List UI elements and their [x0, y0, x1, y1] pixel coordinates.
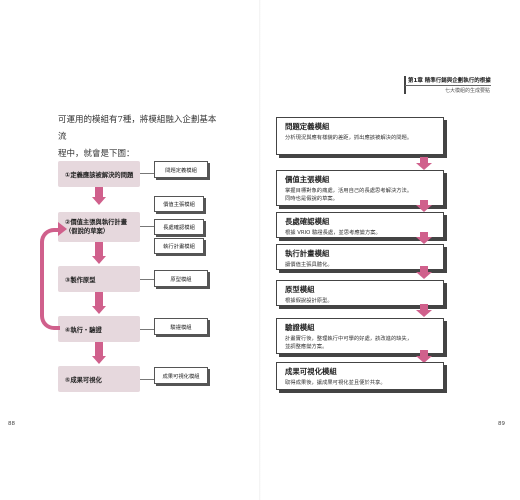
flow-arrow-2	[92, 256, 106, 264]
card-arrow	[416, 272, 432, 279]
connector-line	[140, 329, 154, 330]
chapter-title: 第1章 精準行銷與企劃執行的根據	[408, 78, 491, 84]
card-title: 價值主張模組	[285, 175, 330, 184]
tag-result-visualization: 成果可視化模組	[154, 367, 208, 384]
card-description: 根據假說設計原型。	[285, 298, 333, 304]
card-arrow	[416, 356, 432, 363]
tag-prototype: 原型模組	[154, 270, 208, 287]
tag-strength-check: 長處確認模組	[154, 219, 204, 235]
flow-arrow-3	[92, 306, 106, 314]
card-arrow	[416, 237, 432, 244]
card-description: 取得成果後，讓成果可視化並且便於共享。	[285, 380, 386, 386]
card-arrow	[416, 205, 432, 212]
card-title: 問題定義模組	[285, 122, 330, 131]
flow-arrow-1	[92, 197, 106, 205]
feedback-loop-arrowhead	[58, 222, 67, 236]
card-title: 驗證模組	[285, 323, 315, 332]
tag-problem-definition: 問題定義模組	[154, 161, 208, 178]
flow-arrow-stem-3	[95, 292, 103, 306]
step-5-visualize-results: ⑤成果可視化	[58, 366, 140, 392]
card-arrow-stem	[420, 232, 428, 237]
page-number-right: 89	[498, 421, 505, 427]
step-2-value-plan: ②價值主張與執行計畫 （假說的草案）	[58, 212, 140, 242]
card-value-proposition: 價值主張模組 掌握目標對象的痛處，活用自己的長處思考解決方法。同時也是假說的草案…	[276, 170, 444, 206]
card-arrow-stem	[420, 304, 428, 310]
card-title: 執行計畫模組	[285, 249, 330, 258]
flow-arrow-4	[92, 356, 106, 364]
step-1-label: ①定義應該被解決的問題	[65, 171, 134, 179]
step-4-execute-verify: ④執行・驗證	[58, 316, 140, 342]
card-execution-plan: 執行計畫模組 讓價值主張具體化。	[276, 244, 444, 270]
card-arrow-stem	[420, 157, 428, 163]
card-title: 原型模組	[285, 285, 315, 294]
card-description: 計畫實行後，整理執行中可學的好處，該改進的缺失，並調整應變方案。	[285, 336, 413, 350]
page-number-left: 88	[8, 421, 15, 427]
flow-arrow-stem-1	[95, 187, 103, 197]
step-4-label: ④執行・驗證	[65, 326, 102, 334]
tag-execution-plan: 執行計畫模組	[154, 238, 204, 254]
card-strength-check: 長處確認模組 根據 VRIO 驗證長處，並思考應變方案。	[276, 212, 444, 238]
step-2-sublabel: （假說的草案）	[65, 228, 110, 235]
card-arrow-stem	[420, 350, 428, 356]
step-1-define-problem: ①定義應該被解決的問題	[58, 161, 140, 187]
card-arrow	[416, 310, 432, 317]
card-arrow-stem	[420, 266, 428, 272]
tag-value-proposition: 價值主張模組	[154, 196, 204, 212]
connector-line	[140, 379, 154, 380]
card-problem-definition: 問題定義模組 分析現況與應有樣貌的差距，抓出應該被解決的問題。	[276, 117, 444, 155]
intro-paragraph: 可運用的模組有7種，將模組融入企劃基本流 程中，就會是下圖：	[58, 112, 218, 163]
connector-line	[140, 226, 154, 227]
step-2-label: ②價值主張與執行計畫	[65, 219, 128, 226]
card-description: 掌握目標對象的痛處，活用自己的長處思考解決方法。同時也是假說的草案。	[285, 188, 413, 202]
flow-arrow-stem-4	[95, 342, 103, 356]
card-description: 分析現況與應有樣貌的差距，抓出應該被解決的問題。	[285, 135, 413, 141]
step-3-label: ③製作原型	[65, 276, 96, 284]
card-description: 讓價值主張具體化。	[285, 262, 333, 268]
chapter-subtitle: 七大模組的生成要點	[444, 88, 490, 94]
connector-line	[140, 279, 154, 280]
tag-verification: 驗證模組	[154, 318, 208, 335]
card-result-visualization: 成果可視化模組 取得成果後，讓成果可視化並且便於共享。	[276, 362, 444, 390]
intro-line-1: 可運用的模組有7種，將模組融入企劃基本流	[58, 115, 217, 142]
card-arrow-stem	[420, 200, 428, 205]
step-5-label: ⑤成果可視化	[65, 376, 102, 384]
card-description: 根據 VRIO 驗證長處，並思考應變方案。	[285, 230, 381, 236]
card-title: 長處確認模組	[285, 217, 330, 226]
step-3-prototype: ③製作原型	[58, 266, 140, 292]
intro-line-2: 程中，就會是下圖：	[58, 149, 135, 159]
card-prototype: 原型模組 根據假說設計原型。	[276, 280, 444, 306]
flow-arrow-stem-2	[95, 242, 103, 256]
connector-line	[140, 173, 154, 174]
chapter-header: 第1章 精準行銷與企劃執行的根據 七大模組的生成要點	[408, 76, 491, 94]
feedback-loop-arrow	[40, 228, 60, 330]
card-title: 成果可視化模組	[285, 367, 337, 376]
card-arrow	[416, 163, 432, 170]
card-verification: 驗證模組 計畫實行後，整理執行中可學的好處，該改進的缺失，並調整應變方案。	[276, 318, 444, 354]
book-spine-shadow	[259, 0, 261, 500]
header-rule	[405, 85, 491, 86]
